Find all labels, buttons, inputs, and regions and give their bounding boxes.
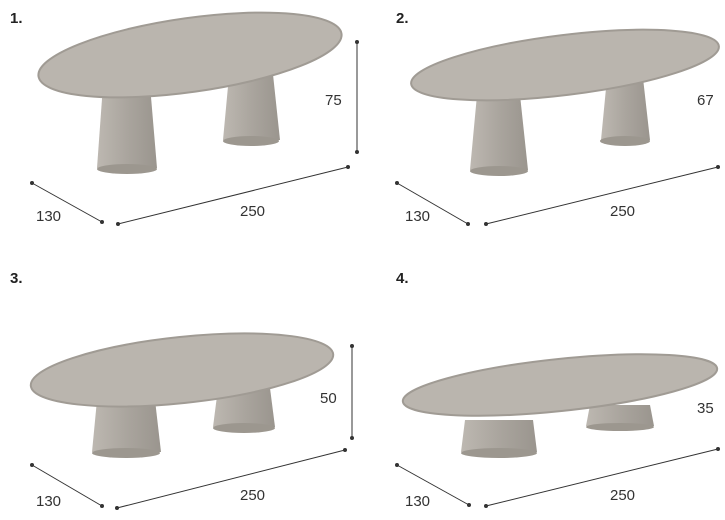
height-label: 50 (320, 390, 337, 407)
table-variant-4: 4. 35 130 250 (365, 260, 725, 520)
depth-label: 130 (405, 493, 431, 510)
table-illustration (395, 28, 720, 226)
table-variant-1: 1. 75 130 250 (0, 0, 362, 260)
table-base-left (92, 400, 161, 452)
depth-label: 130 (36, 493, 62, 510)
table-base-left (461, 420, 537, 452)
variant-number: 3. (10, 270, 23, 287)
table-variant-2: 2. 67 130 250 (365, 0, 725, 260)
tabletop (29, 332, 335, 408)
tabletop (401, 353, 719, 417)
length-label: 250 (240, 203, 266, 220)
length-label: 250 (240, 487, 266, 504)
table-base-left (470, 95, 528, 170)
length-label: 250 (610, 487, 636, 504)
height-label: 67 (697, 92, 714, 109)
table-illustration (30, 11, 359, 226)
height-label: 35 (697, 400, 714, 417)
depth-label: 130 (36, 208, 62, 225)
height-label: 75 (325, 92, 342, 109)
table-base-right (586, 405, 654, 426)
length-label: 250 (610, 203, 636, 220)
table-illustration (395, 353, 720, 508)
table-illustration (29, 332, 354, 510)
table-base-right (601, 78, 650, 140)
variant-number: 1. (10, 10, 23, 27)
table-variant-3: 3. 50 130 250 (0, 260, 362, 520)
table-base-left (97, 85, 157, 168)
tabletop (37, 11, 343, 99)
tabletop (410, 28, 720, 102)
depth-label: 130 (405, 208, 431, 225)
variant-number: 4. (396, 270, 409, 287)
variant-number: 2. (396, 10, 409, 27)
